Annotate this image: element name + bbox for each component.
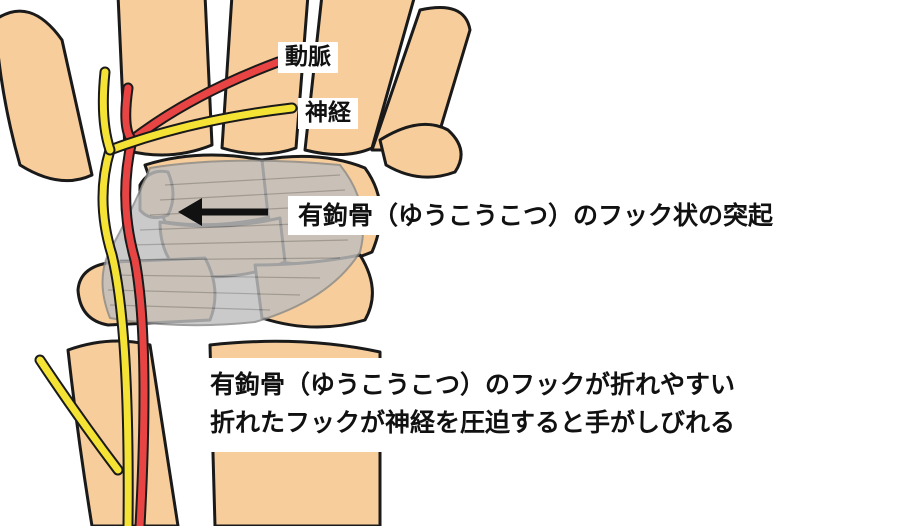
metacarpal-5-head <box>378 122 463 179</box>
metacarpal-1 <box>0 9 94 183</box>
note-line-2: 折れたフックが神経を圧迫すると手がしびれる <box>210 408 736 437</box>
arrow-left-icon <box>178 198 268 226</box>
nerve-label: 神経 <box>298 98 358 129</box>
nerve <box>34 66 298 526</box>
fracture-note: 有鉤骨（ゆうこうこつ）のフックが折れやすい 折れたフックが神経を圧迫すると手がし… <box>200 358 746 452</box>
hook-label: 有鉤骨（ゆうこうこつ）のフック状の突起 <box>288 196 784 235</box>
note-line-1: 有鉤骨（ゆうこうこつ）のフックが折れやすい <box>210 370 736 399</box>
artery-label: 動脈 <box>278 42 338 73</box>
